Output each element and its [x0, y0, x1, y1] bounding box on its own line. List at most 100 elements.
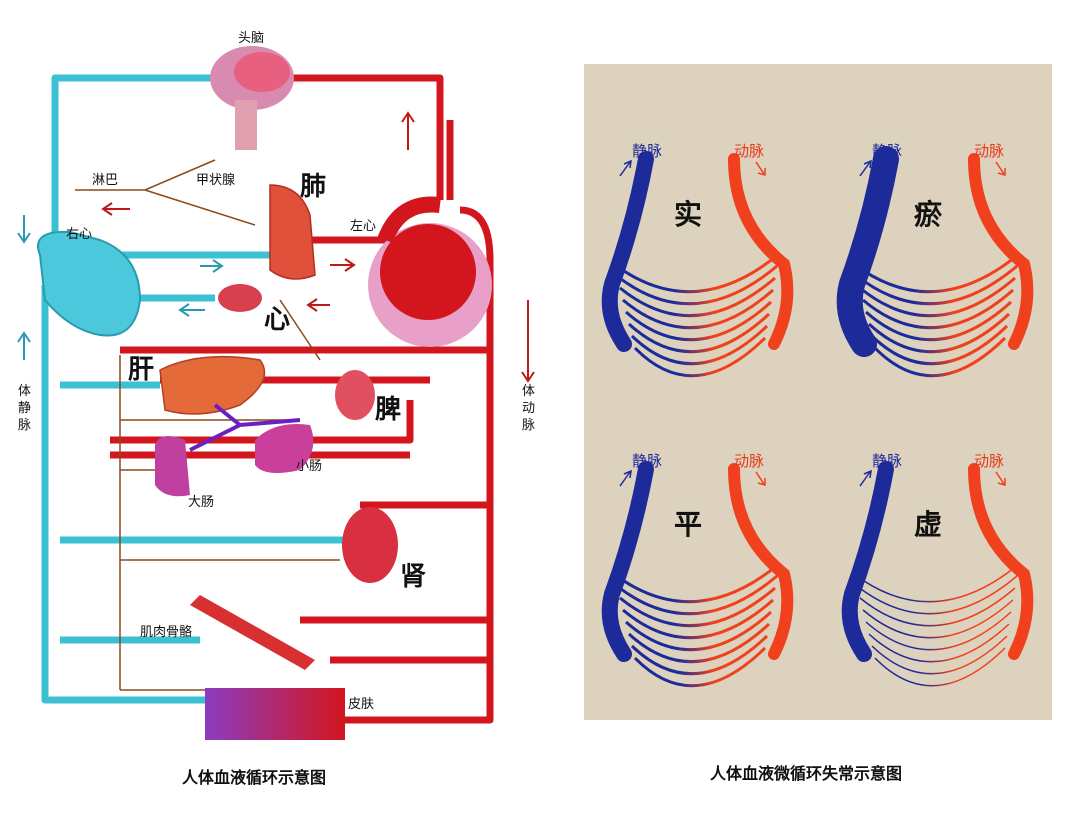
circulation-svg: 头脑 淋巴 甲状腺 右心 左心 小肠 大肠 肌肉骨骼 皮肤 肺 心 肝 脾 肾 … — [17, 31, 535, 740]
heart-small-shape — [218, 284, 262, 312]
panel-char-2: 瘀 — [914, 198, 942, 231]
artery-char-3: 脉 — [522, 418, 535, 433]
capillary — [868, 623, 1010, 663]
venous-vessels — [41, 74, 345, 704]
small-intestine-shape — [255, 424, 314, 474]
spleen-shape — [335, 370, 375, 420]
portal-vessels — [189, 403, 301, 452]
capillary — [853, 252, 1020, 294]
artery-trunk — [728, 463, 794, 660]
panel-char-1: 实 — [674, 198, 702, 231]
capillary — [616, 574, 778, 616]
artery-label: 动脉 — [734, 452, 764, 470]
vein-char-1: 体 — [18, 384, 31, 399]
artery-label: 动脉 — [974, 452, 1004, 470]
micro-panel-4: 静脉 动脉虚 — [841, 452, 1034, 687]
capillary — [633, 336, 767, 378]
capillary — [859, 587, 1016, 627]
artery-label: 动脉 — [734, 142, 764, 160]
artery-arrow — [755, 161, 766, 176]
flow-arrows — [17, 111, 535, 383]
vein-label: 静脉 — [632, 452, 662, 470]
vein-char-3: 脉 — [18, 418, 31, 433]
label-thyroid: 甲状腺 — [196, 173, 235, 188]
vein-arrow — [619, 159, 632, 177]
capillary — [871, 635, 1008, 675]
kidney-shape — [342, 507, 398, 583]
artery-arrow — [995, 471, 1006, 486]
label-lymph: 淋巴 — [92, 173, 118, 188]
capillary — [874, 647, 1006, 687]
artery-trunk — [968, 463, 1034, 660]
vein-trunk — [836, 146, 899, 357]
artery-char-1: 体 — [522, 384, 535, 399]
muscle-bone-shape — [190, 595, 315, 670]
artery-arrow — [995, 161, 1006, 176]
right-heart-shape — [37, 230, 142, 337]
capillary — [613, 252, 780, 294]
brain-shape — [210, 46, 294, 150]
micro-panel-3: 静脉 动脉平 — [601, 452, 794, 688]
lung-shape — [269, 184, 316, 280]
vein-arrow — [859, 469, 872, 487]
capillary — [630, 634, 769, 676]
capillary — [630, 324, 769, 366]
organ-spleen: 脾 — [374, 395, 401, 425]
artery-label: 动脉 — [974, 142, 1004, 160]
vein-label: 静脉 — [872, 452, 902, 470]
circulation-diagram: 头脑 淋巴 甲状腺 右心 左心 小肠 大肠 肌肉骨骼 皮肤 肺 心 肝 脾 肾 … — [17, 31, 535, 787]
artery-trunk — [968, 153, 1034, 350]
vein-label: 静脉 — [872, 142, 902, 160]
capillary — [862, 599, 1014, 639]
capillary — [627, 622, 771, 664]
capillary — [865, 611, 1012, 651]
vein-trunk — [601, 461, 654, 662]
capillary — [859, 276, 1016, 318]
capillary — [625, 610, 773, 652]
artery-char-2: 动 — [522, 401, 535, 416]
liver-shape — [159, 355, 266, 415]
label-large-intestine: 大肠 — [188, 495, 214, 510]
micro-panel-1: 静脉 动脉实 — [601, 142, 794, 378]
label-small-intestine: 小肠 — [296, 459, 322, 474]
label-left-heart: 左心 — [350, 219, 376, 234]
capillary — [622, 598, 774, 640]
label-muscle-bone: 肌肉骨骼 — [140, 624, 192, 640]
label-right-heart: 右心 — [66, 227, 92, 242]
microcirculation-panel: 静脉动脉实静脉动脉瘀静脉动脉平静脉动脉虚 人体血液微循环失常示意图 — [584, 64, 1052, 783]
panel-char-4: 虚 — [914, 508, 942, 541]
capillary — [633, 646, 767, 688]
left-caption: 人体血液循环示意图 — [182, 768, 327, 787]
capillary — [856, 264, 1018, 306]
organ-liver: 肝 — [128, 355, 154, 385]
capillary — [625, 300, 773, 342]
vein-trunk — [841, 461, 894, 662]
capillary — [870, 324, 1009, 366]
capillary — [613, 562, 780, 604]
skin-shape — [205, 688, 345, 740]
label-skin: 皮肤 — [348, 697, 374, 712]
capillary — [616, 264, 778, 306]
vein-arrow — [619, 469, 632, 487]
capillary — [619, 276, 776, 318]
vein-arrow — [859, 159, 872, 177]
left-heart-shape — [368, 196, 492, 347]
large-intestine-shape — [155, 436, 190, 497]
panel-char-3: 平 — [674, 508, 702, 541]
capillary — [856, 575, 1018, 615]
right-caption: 人体血液微循环失常示意图 — [710, 764, 903, 783]
capillary — [867, 312, 1011, 354]
vein-trunk — [601, 151, 654, 352]
artery-arrow — [755, 471, 766, 486]
capillary — [619, 586, 776, 628]
capillary — [862, 288, 1014, 330]
capillary — [627, 312, 771, 354]
artery-trunk — [728, 153, 794, 350]
capillary — [853, 563, 1020, 603]
capillary — [873, 336, 1007, 378]
label-brain: 头脑 — [238, 31, 264, 46]
microcirculation-svg: 静脉动脉实静脉动脉瘀静脉动脉平静脉动脉虚 — [601, 142, 1034, 688]
vein-label: 静脉 — [632, 142, 662, 160]
organ-heart: 心 — [264, 305, 290, 335]
capillary — [622, 288, 774, 330]
